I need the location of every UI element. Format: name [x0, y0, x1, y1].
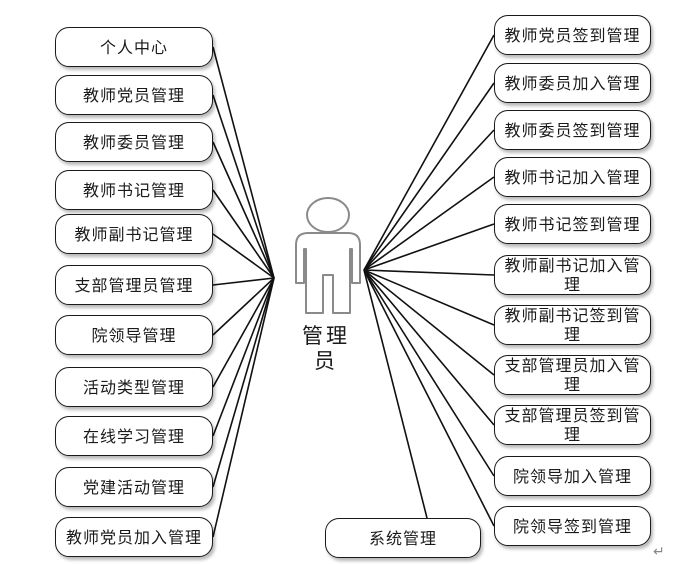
use-case-label: 院领导加入管理 — [512, 466, 632, 486]
connector-left-3 — [212, 141, 275, 279]
use-case-left-10: 党建活动管理 — [55, 467, 213, 507]
use-case-label: 教师副书记签到管理 — [504, 306, 641, 344]
connector-left-10 — [212, 277, 275, 488]
use-case-left-11: 教师党员加入管理 — [55, 517, 213, 557]
connector-right-9 — [363, 269, 495, 426]
use-case-label: 教师委员管理 — [82, 132, 185, 152]
use-case-left-7: 院领导管理 — [55, 315, 213, 355]
use-case-label: 教师委员签到管理 — [504, 120, 641, 140]
connector-left-1 — [212, 46, 275, 279]
actor-label: 管理员 — [302, 324, 350, 373]
use-case-right-2: 教师委员加入管理 — [494, 63, 651, 103]
use-case-right-10: 院领导加入管理 — [494, 456, 651, 496]
connector-left-11 — [212, 277, 275, 538]
use-case-left-8: 活动类型管理 — [55, 367, 213, 407]
connector-left-4 — [212, 189, 275, 279]
connector-right-2 — [363, 82, 495, 271]
connector-right-10 — [363, 269, 495, 477]
use-case-label: 党建活动管理 — [82, 477, 185, 497]
use-case-left-1: 个人中心 — [55, 27, 213, 67]
use-case-label: 院领导签到管理 — [512, 516, 632, 536]
connector-bottom — [363, 269, 428, 519]
use-case-label: 教师党员加入管理 — [65, 527, 202, 547]
use-case-left-2: 教师党员管理 — [55, 75, 213, 115]
use-case-right-6: 教师副书记加入管理 — [494, 255, 651, 295]
use-case-label: 教师副书记管理 — [74, 224, 194, 244]
use-case-label: 教师书记管理 — [82, 180, 185, 200]
connector-right-8 — [363, 269, 495, 376]
connector-left-7 — [212, 277, 275, 336]
use-case-label: 活动类型管理 — [82, 377, 185, 397]
use-case-label: 支部管理员签到管理 — [504, 406, 641, 444]
use-case-right-8: 支部管理员加入管理 — [494, 355, 651, 395]
connector-left-9 — [212, 277, 275, 437]
connector-right-11 — [363, 269, 495, 527]
use-case-label: 支部管理员加入管理 — [504, 356, 641, 394]
connector-left-5 — [212, 233, 275, 279]
connector-right-7 — [363, 269, 495, 326]
use-case-label: 教师委员加入管理 — [504, 73, 641, 93]
user-figure-icon — [295, 197, 361, 314]
use-case-label: 教师副书记加入管理 — [504, 256, 641, 294]
use-case-left-3: 教师委员管理 — [55, 122, 213, 162]
use-case-left-5: 教师副书记管理 — [55, 214, 213, 254]
use-case-label: 教师党员签到管理 — [504, 25, 641, 45]
paragraph-mark: ↵ — [653, 544, 665, 560]
use-case-right-4: 教师书记加入管理 — [494, 157, 651, 197]
use-case-right-3: 教师委员签到管理 — [494, 110, 651, 150]
connector-left-8 — [212, 277, 275, 388]
use-case-label: 院领导管理 — [91, 325, 177, 345]
use-case-right-7: 教师副书记签到管理 — [494, 305, 651, 345]
use-case-label: 个人中心 — [99, 37, 168, 57]
connector-right-6 — [363, 269, 495, 276]
use-case-label: 教师党员管理 — [82, 85, 185, 105]
use-case-left-4: 教师书记管理 — [55, 170, 213, 210]
use-case-right-1: 教师党员签到管理 — [494, 15, 651, 55]
connector-right-4 — [363, 176, 495, 271]
use-case-label: 在线学习管理 — [82, 426, 185, 446]
use-case-label: 支部管理员管理 — [74, 275, 194, 295]
use-case-right-9: 支部管理员签到管理 — [494, 405, 651, 445]
connector-right-3 — [363, 129, 495, 271]
use-case-label: 系统管理 — [368, 528, 437, 548]
use-case-right-5: 教师书记签到管理 — [494, 204, 651, 244]
use-case-right-11: 院领导签到管理 — [494, 506, 651, 546]
use-case-left-9: 在线学习管理 — [55, 416, 213, 456]
connector-left-2 — [212, 94, 275, 279]
use-case-system-management: 系统管理 — [325, 518, 481, 558]
use-case-label: 教师书记签到管理 — [504, 214, 641, 234]
connector-left-6 — [212, 277, 275, 286]
use-case-left-6: 支部管理员管理 — [55, 265, 213, 305]
connector-right-5 — [363, 223, 495, 271]
connector-right-1 — [363, 34, 495, 271]
use-case-label: 教师书记加入管理 — [504, 167, 641, 187]
